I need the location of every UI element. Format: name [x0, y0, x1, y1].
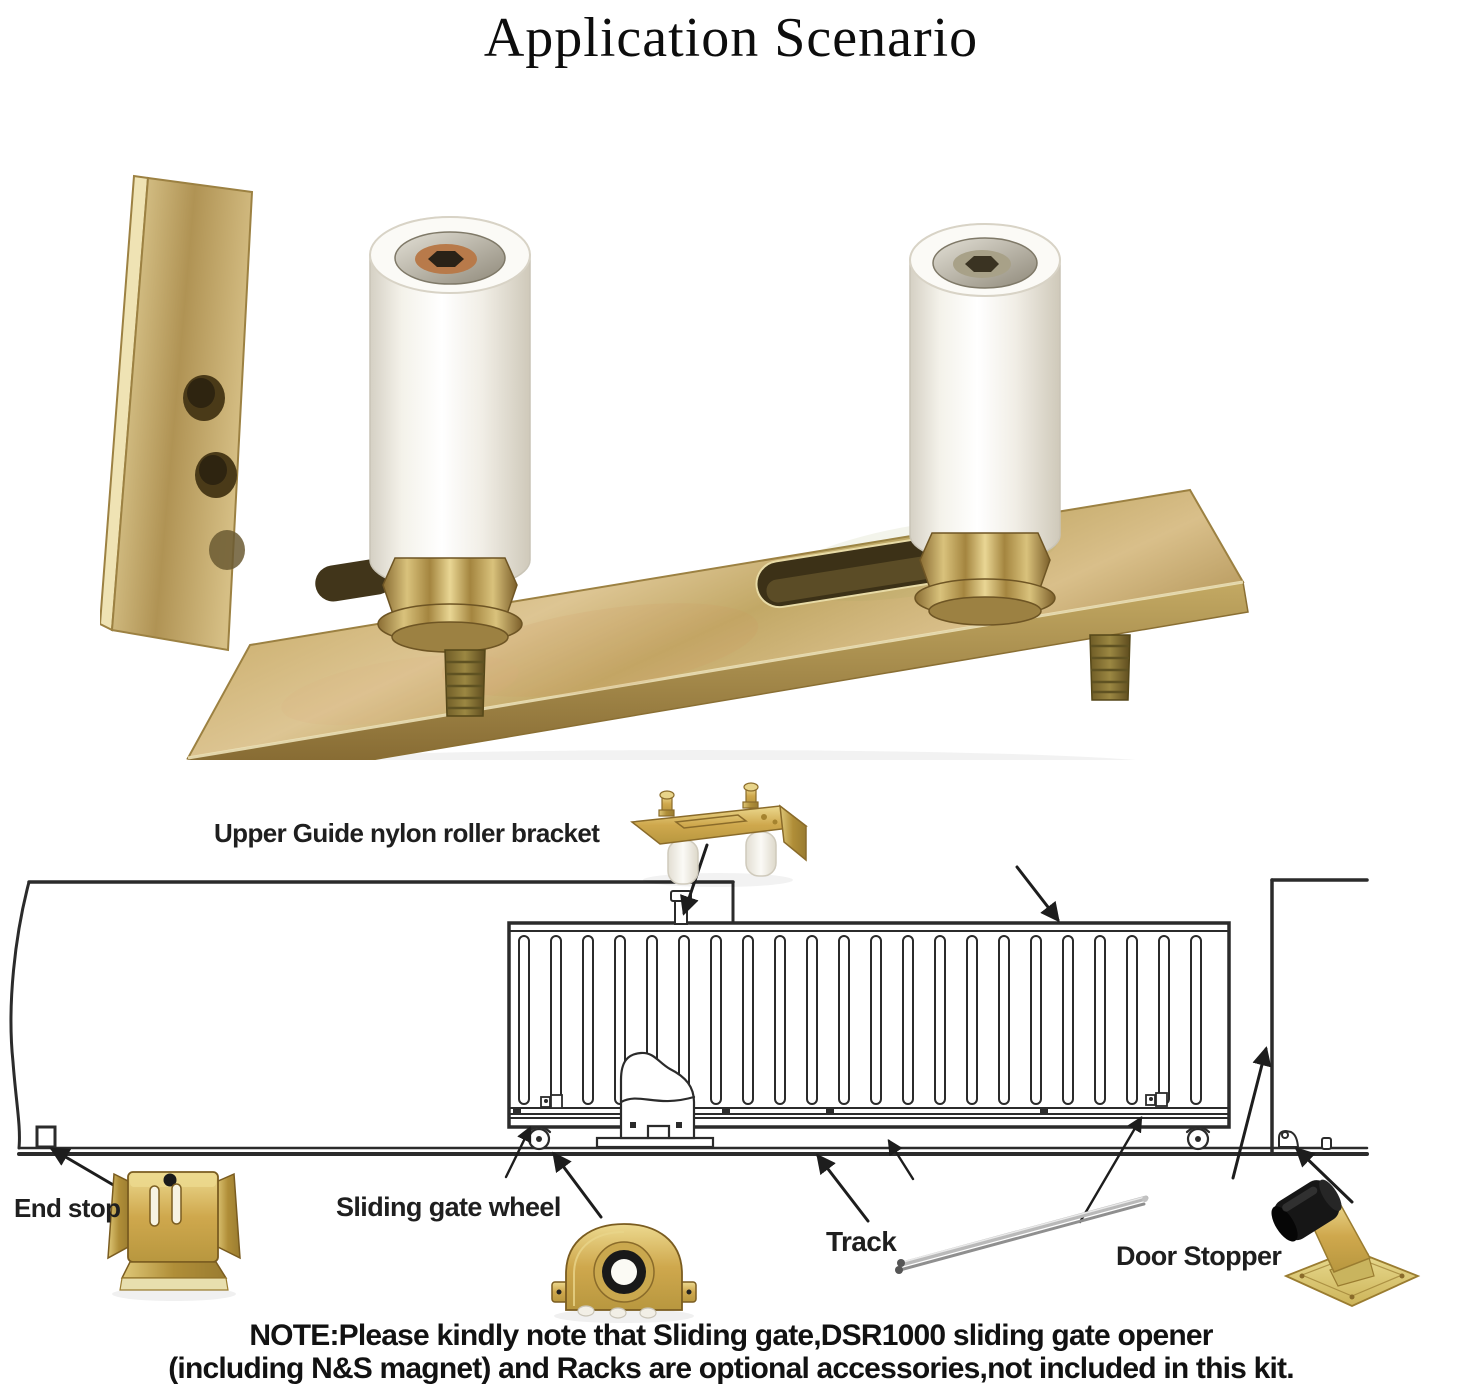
application-diagram [9, 782, 1421, 1323]
note-text: NOTE:Please kindly note that Sliding gat… [0, 1319, 1462, 1385]
nylon-roller-left [369, 216, 531, 591]
magnet-right [1145, 1092, 1168, 1107]
label-sliding-gate-wheel: Sliding gate wheel [336, 1192, 561, 1222]
bracket-flange [100, 174, 254, 652]
gate-bars [518, 935, 1202, 1105]
arrow-magnet [1078, 1115, 1143, 1224]
door-stopper-marker [1278, 1129, 1332, 1150]
guide-roller-post [670, 890, 692, 925]
page-title: Application Scenario [483, 7, 979, 69]
arrow-track [816, 1153, 870, 1223]
upper-guide-bracket-thumb [630, 782, 808, 887]
door-stopper-thumb [1271, 1179, 1421, 1307]
photo-shadow [264, 750, 1136, 760]
track-thumb [895, 1195, 1149, 1274]
magnet-left [540, 1094, 563, 1109]
note-line-1: NOTE:Please kindly note that Sliding gat… [249, 1319, 1213, 1352]
label-end-stop: End stop [14, 1193, 121, 1223]
arrow-post [1231, 1046, 1272, 1180]
right-post-drawing [1270, 878, 1369, 1156]
mounting-bolt-left [444, 649, 486, 717]
arrow-wheel-b [552, 1151, 603, 1219]
arrow-door-stopper [1294, 1146, 1354, 1204]
arrow-wheel-a [504, 1125, 532, 1179]
gate-opener-drawing [595, 1051, 715, 1149]
gate-wheel-thumb [551, 1223, 697, 1323]
nylon-roller-right [909, 223, 1061, 564]
sliding-gate-drawing [507, 890, 1231, 1129]
roller-bracket-product-photo [100, 174, 1249, 760]
gate-wheel-left-drawing [526, 1125, 552, 1151]
label-upper-guide-bracket: Upper Guide nylon roller bracket [214, 818, 600, 848]
hex-nut-left [377, 557, 523, 653]
end-stop-marker [35, 1125, 57, 1149]
label-track: Track [826, 1226, 897, 1257]
note-line-2: (including N&S magnet) and Racks are opt… [168, 1352, 1294, 1385]
hex-nut-right [914, 532, 1056, 626]
ground-line [17, 1146, 1369, 1156]
bracket-plate [186, 488, 1249, 760]
gate-wheel-right-drawing [1185, 1125, 1211, 1151]
label-door-stopper: Door Stopper [1116, 1241, 1282, 1271]
left-wall-drawing [9, 880, 735, 1150]
arrow-gate-top [1015, 865, 1060, 923]
mounting-bolt-right [1089, 634, 1131, 701]
arrow-rack [887, 1139, 915, 1181]
end-stop-thumb [107, 1171, 241, 1301]
